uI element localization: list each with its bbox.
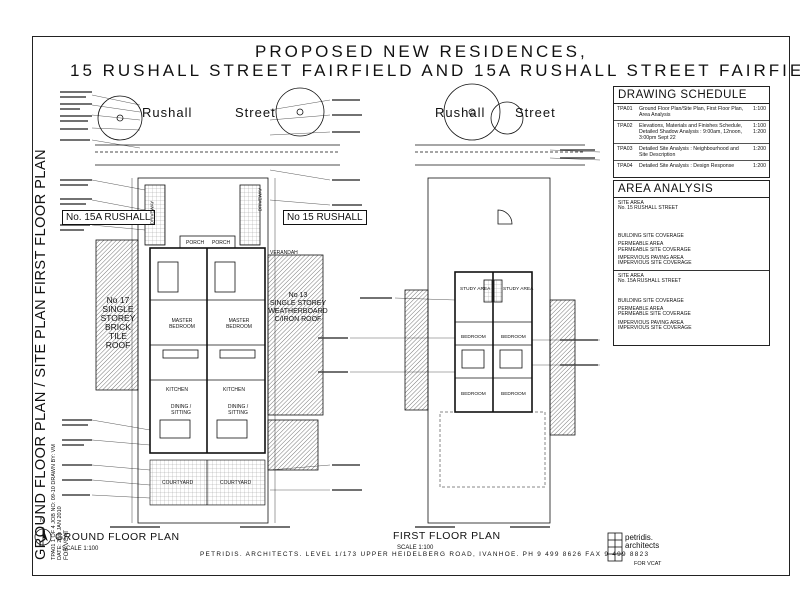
area-analysis-heading: AREA ANALYSIS (614, 181, 769, 198)
area-section-15a: SITE AREA No. 15A RUSHALL STREET BUILDIN… (614, 269, 769, 332)
architect-footer: PETRIDIS. ARCHITECTS. LEVEL 1/173 UPPER … (200, 551, 650, 558)
room-bedroom-2: BEDROOM (501, 335, 526, 340)
schedule-row: TPA01 Ground Floor Plan/Site Plan, First… (614, 104, 769, 121)
unit-label-15a: No. 15A RUSHALL (62, 210, 155, 225)
room-porch-2: PORCH (212, 240, 231, 246)
room-study-1: STUDY AREA (460, 287, 491, 292)
north-label: N (40, 518, 45, 524)
room-dining-1: DINING / SITTING (170, 404, 192, 416)
first-floor-plan-label: FIRST FLOOR PLAN (393, 530, 501, 542)
area-section-15: SITE AREA No. 15 RUSHALL STREET BUILDING… (618, 200, 692, 267)
first-floor-plan (318, 83, 601, 528)
drawing-schedule-heading: DRAWING SCHEDULE (614, 87, 769, 104)
architect-tag: FOR VCAT (634, 561, 662, 567)
drawing-schedule-panel: DRAWING SCHEDULE TPA01 Ground Floor Plan… (613, 86, 770, 178)
room-bedroom-4: BEDROOM (501, 392, 526, 397)
room-courtyard-1: COURTYARD (162, 480, 194, 486)
drawing-frame (32, 36, 790, 576)
area-analysis-panel: AREA ANALYSIS SITE AREA No. 15 RUSHALL S… (613, 180, 770, 346)
first-floor-scale: SCALE 1:100 (397, 545, 434, 551)
room-master-1: MASTER BEDROOM (169, 318, 195, 330)
room-study-2: STUDY AREA (503, 287, 534, 292)
room-bedroom-3: BEDROOM (461, 392, 486, 397)
street-label-left-a: Rushall (142, 105, 193, 120)
title-line-2: 15 RUSHALL STREET FAIRFIELD AND 15A RUSH… (70, 61, 800, 80)
ground-floor-scale: SCALE 1:100 (62, 546, 99, 552)
side-title-block: GROUND FLOOR PLAN / SITE PLAN FIRST FLOO… (33, 149, 70, 560)
architect-name-1: petridis. (625, 533, 654, 542)
room-kitchen-1: KITCHEN (166, 387, 188, 393)
architect-logo-mark (607, 532, 623, 562)
room-courtyard-2: COURTYARD (220, 480, 252, 486)
schedule-row: TPA03 Detailed Site Analysis : Neighbour… (614, 144, 769, 161)
neighbour-label-17: No 17 SINGLE STOREY BRICK TILE ROOF (100, 295, 136, 350)
side-title: GROUND FLOOR PLAN / SITE PLAN FIRST FLOO… (33, 148, 49, 560)
schedule-row: TPA04 Detailed Site Analysis : Design Re… (617, 163, 766, 169)
ground-floor-plan (60, 87, 362, 528)
room-bedroom-1: BEDROOM (461, 335, 486, 340)
street-label-right-a: Rushall (435, 105, 486, 120)
title-line-1: PROPOSED NEW RESIDENCES, (255, 42, 588, 61)
room-driveway-2: DRIVEWAY (257, 187, 263, 212)
room-kitchen-2: KITCHEN (223, 387, 245, 393)
unit-label-15: No 15 RUSHALL (283, 210, 367, 225)
north-point-symbol (34, 527, 52, 547)
street-label-left-b: Street (235, 105, 276, 120)
room-master-2: MASTER BEDROOM (226, 318, 252, 330)
street-label-right-b: Street (515, 105, 556, 120)
room-driveway-1: DRIVEWAY (149, 200, 155, 225)
neighbour-label-13: No 13 SINGLE STOREY WEATHERBOARD C/IRON … (268, 292, 328, 323)
architect-name-2: architects (625, 541, 660, 550)
ground-floor-plan-label: GROUND FLOOR PLAN (55, 531, 180, 543)
schedule-row: TPA02 Elevations, Materials and Finishes… (614, 121, 769, 144)
room-porch-1: PORCH (186, 240, 205, 246)
room-verandah: VERANDAH (270, 250, 298, 256)
room-dining-2: DINING / SITTING (227, 404, 249, 416)
